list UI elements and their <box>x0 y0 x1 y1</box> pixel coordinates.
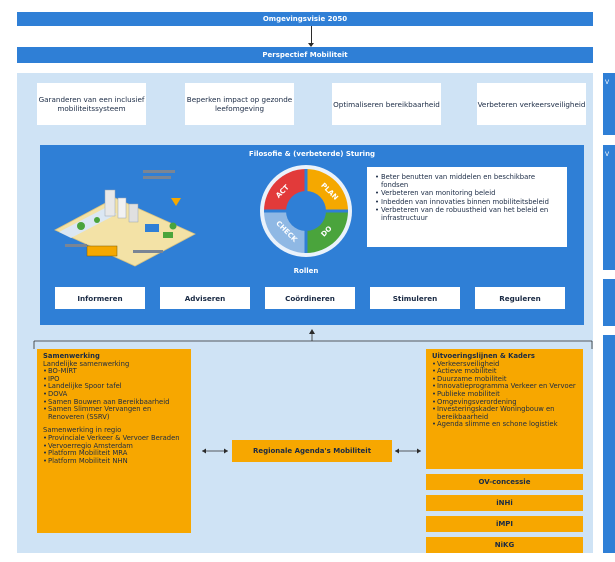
side-tab-3 <box>603 279 615 326</box>
ov-concession-label: OV-concessie <box>478 478 531 486</box>
side-tab-1-label: V <box>605 79 610 86</box>
role-adviseren-label: Adviseren <box>184 293 226 303</box>
side-tab-2-label: V <box>605 151 610 158</box>
perspective-bar: Perspectief Mobiliteit <box>17 47 593 63</box>
role-reguleren-label: Reguleren <box>499 293 541 303</box>
goal-safety: Verbeteren verkeersveiligheid <box>477 83 586 125</box>
collab-item: IPO <box>43 375 185 384</box>
side-tab-1: V <box>603 73 615 135</box>
vision-bar: Omgevingsvisie 2050 <box>17 12 593 26</box>
role-adviseren: Adviseren <box>160 287 250 309</box>
vision-title: Omgevingsvisie 2050 <box>262 15 348 23</box>
implementation-item: Duurzame mobiliteit <box>432 375 577 384</box>
role-reguleren: Reguleren <box>475 287 565 309</box>
role-stimuleren-label: Stimuleren <box>392 293 438 303</box>
side-tab-2: V <box>603 145 615 270</box>
philosophy-title: Filosofie & (verbeterde) Sturing <box>248 150 376 158</box>
regional-agenda-box: Regionale Agenda's Mobiliteit <box>232 440 392 462</box>
goal-accessibility-label: Optimaliseren bereikbaarheid <box>333 99 440 109</box>
collaboration-box: Samenwerking Landelijke samenwerking BO-… <box>37 349 191 533</box>
steering-point: Verbeteren van monitoring beleid <box>375 189 561 197</box>
goal-health: Beperken impact op gezonde leefomgeving <box>185 83 294 125</box>
goal-inclusive: Garanderen van een inclusief mobiliteits… <box>37 83 146 125</box>
inhi-label: iNHi <box>496 499 513 507</box>
nikg-label: NiKG <box>494 541 515 549</box>
role-coordineren: Coördineren <box>265 287 355 309</box>
goal-inclusive-label: Garanderen van een inclusief mobiliteits… <box>38 95 145 113</box>
goal-health-label: Beperken impact op gezonde leefomgeving <box>186 95 293 113</box>
implementation-lines-box: Uitvoeringslijnen & Kaders Verkeersveili… <box>426 349 583 469</box>
collab-item: Landelijke Spoor tafel <box>43 383 185 391</box>
implementation-item: Actieve mobiliteit <box>432 368 577 376</box>
collab-item: DOVA <box>43 390 185 399</box>
implementation-item: Verkeersveiligheid <box>432 360 577 369</box>
inhi-box: iNHi <box>426 495 583 511</box>
regional-agenda-label: Regionale Agenda's Mobiliteit <box>252 447 372 455</box>
collab-item: Samen Bouwen aan Bereikbaarheid <box>43 398 185 407</box>
collab-item: BO-MIRT <box>43 368 185 376</box>
nikg-box: NiKG <box>426 537 583 553</box>
city-illustration <box>54 170 196 267</box>
ov-concession-box: OV-concessie <box>426 474 583 490</box>
implementation-heading: Uitvoeringslijnen & Kaders <box>432 352 535 360</box>
collab-item: Platform Mobiliteit NHN <box>43 457 185 466</box>
impi-box: iMPI <box>426 516 583 532</box>
collab-item: Vervoerregio Amsterdam <box>43 442 185 451</box>
steering-point: Inbedden van innovaties binnen mobilitei… <box>375 198 561 206</box>
impi-label: iMPI <box>495 520 514 528</box>
regional-collab-subheading: Samenwerking in regio <box>43 426 122 435</box>
roles-title: Rollen <box>293 267 319 275</box>
role-stimuleren: Stimuleren <box>370 287 460 309</box>
role-coordineren-label: Coördineren <box>285 293 335 303</box>
steering-point: Beter benutten van middelen en beschikba… <box>375 173 561 189</box>
implementation-item: Innovatieprogramma Verkeer en Vervoer <box>432 383 577 391</box>
collab-item: Platform Mobiliteit MRA <box>43 450 185 458</box>
national-collab-subheading: Landelijke samenwerking <box>43 359 130 368</box>
implementation-item: Omgevingsverordening <box>432 398 577 407</box>
collaboration-heading: Samenwerking <box>43 352 100 360</box>
collab-item: Samen Slimmer Vervangen en Renoveren (SS… <box>43 405 185 421</box>
collab-item: Provinciale Verkeer & Vervoer Beraden <box>43 434 185 443</box>
side-tab-4 <box>603 335 615 553</box>
perspective-title: Perspectief Mobiliteit <box>262 51 348 59</box>
goal-safety-label: Verbeteren verkeersveiligheid <box>477 99 586 109</box>
steering-points: Beter benutten van middelen en beschikba… <box>367 167 567 247</box>
role-informeren-label: Informeren <box>77 293 123 303</box>
steering-point: Verbeteren van de robuustheid van het be… <box>375 206 561 222</box>
pdca-cycle: ACT PLAN DO CHECK <box>260 165 352 257</box>
implementation-item: Agenda slimme en schone logistiek <box>432 421 577 429</box>
arrow-vision-to-perspective <box>308 26 314 47</box>
implementation-item: Publieke mobiliteit <box>432 390 577 399</box>
role-informeren: Informeren <box>55 287 145 309</box>
implementation-item: Investeringskader Woningbouw en bereikba… <box>432 405 577 421</box>
goal-accessibility: Optimaliseren bereikbaarheid <box>332 83 441 125</box>
